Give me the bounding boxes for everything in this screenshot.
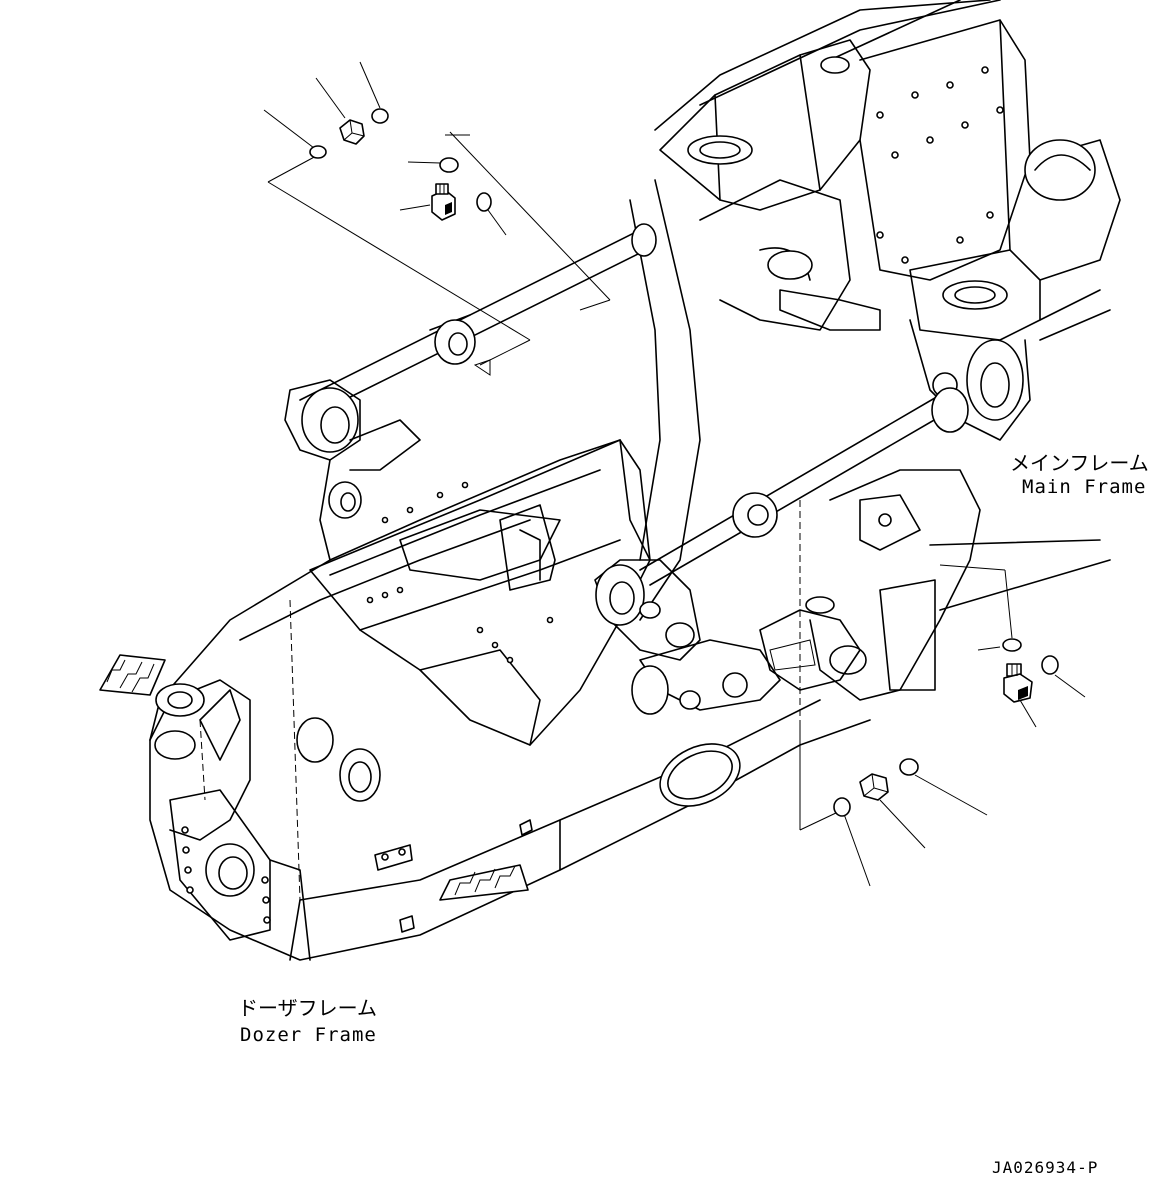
o-ring-icon xyxy=(899,758,919,776)
step-pad-left xyxy=(99,654,166,696)
step-pad-front xyxy=(439,864,529,901)
o-ring-icon xyxy=(476,192,492,212)
o-ring-icon xyxy=(1041,655,1059,675)
main-frame-outline xyxy=(619,0,1121,701)
cross-box-holes xyxy=(366,481,554,664)
o-ring-icon xyxy=(1002,638,1022,652)
grease-fitting-icon xyxy=(431,183,456,221)
main-frame-label-en: Main Frame xyxy=(1022,476,1146,498)
dozer-frame-label-en: Dozer Frame xyxy=(240,1024,377,1046)
o-ring-icon xyxy=(833,797,851,817)
end-plate-bolts xyxy=(181,826,271,924)
center-lines xyxy=(199,500,801,901)
o-ring-icon xyxy=(371,108,389,124)
o-ring-icon xyxy=(309,145,327,159)
center-links xyxy=(594,559,861,715)
dozer-frame-label-jp: ドーザフレーム xyxy=(238,996,377,1020)
o-ring-icon xyxy=(439,157,459,173)
main-frame-label-jp: メインフレーム xyxy=(1010,451,1149,475)
grease-fitting-icon xyxy=(1003,663,1033,703)
reference-code: JA026934-P xyxy=(992,1158,1098,1177)
main-frame-bolts xyxy=(876,66,1004,264)
tie-bars xyxy=(299,223,969,586)
callout-group-lower xyxy=(799,564,1086,887)
hex-nut-icon xyxy=(339,119,365,145)
dozer-frame-outline xyxy=(99,379,871,961)
callout-group-upper xyxy=(263,61,611,366)
hex-nut-icon xyxy=(859,773,889,801)
